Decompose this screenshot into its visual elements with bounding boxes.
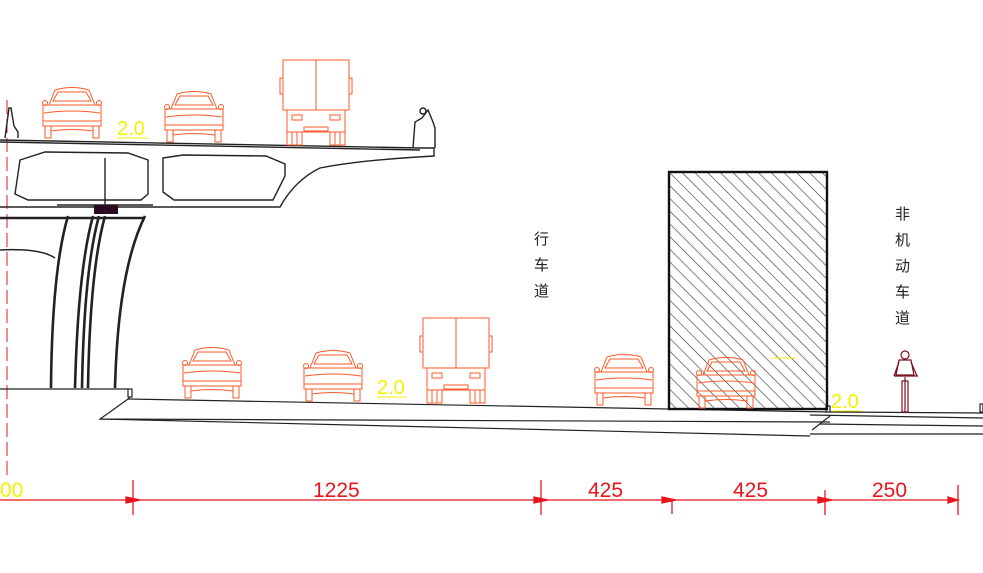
car-icon <box>303 350 363 402</box>
dimension-value: 425 <box>733 479 768 502</box>
dimension-line <box>0 480 961 515</box>
svg-text:动: 动 <box>895 257 910 275</box>
vehicles <box>42 59 756 409</box>
dimension-value: 250 <box>872 479 907 502</box>
slope-label: 2.0 <box>117 118 148 140</box>
car-icon <box>182 347 242 399</box>
dimension-value: 425 <box>588 479 623 502</box>
slope-label: 2.0 <box>377 377 407 399</box>
svg-text:2.0: 2.0 <box>831 391 859 413</box>
svg-text:2.0: 2.0 <box>377 377 405 399</box>
svg-text:行: 行 <box>534 230 549 248</box>
car-icon <box>696 357 756 409</box>
car-icon <box>164 91 224 143</box>
pier-base <box>0 388 133 398</box>
svg-text:机: 机 <box>895 231 910 249</box>
non-motor-lane-label: 非 机 动 车 道 <box>895 205 910 327</box>
hatched-pier-block <box>667 170 829 411</box>
dimension-value: 1225 <box>313 479 360 502</box>
svg-text:车: 车 <box>534 256 549 274</box>
bearing <box>94 205 118 214</box>
cyclist-icon <box>893 350 918 413</box>
svg-text:非: 非 <box>895 205 910 223</box>
dimension-value: 00 <box>0 479 23 502</box>
car-icon <box>594 354 654 406</box>
truck-icon <box>279 59 353 146</box>
svg-text:2.0: 2.0 <box>117 118 145 140</box>
ground-road <box>98 396 983 437</box>
motor-lane-label: 行 车 道 <box>534 230 549 300</box>
bridge-girder <box>0 107 436 208</box>
svg-text:车: 车 <box>895 283 910 301</box>
truck-icon <box>419 317 493 404</box>
car-icon <box>42 87 102 139</box>
svg-text:道: 道 <box>534 282 549 300</box>
slope-label: 2.0 <box>831 391 861 413</box>
svg-text:道: 道 <box>895 309 910 327</box>
pier <box>0 215 147 389</box>
